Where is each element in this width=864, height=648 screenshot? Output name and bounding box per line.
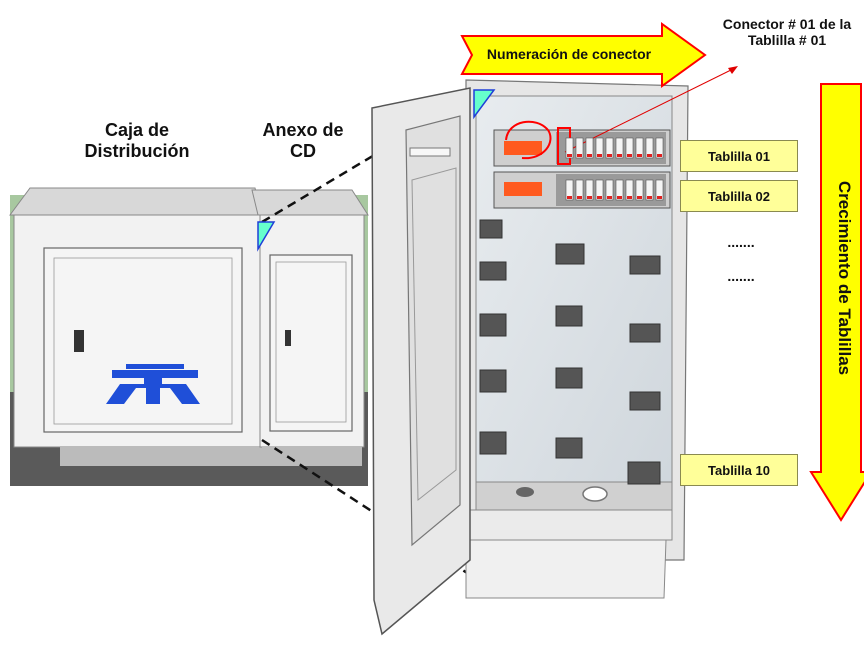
connector-slot <box>645 137 654 159</box>
connector-label: Conector # 01 de la Tablilla # 01 <box>722 16 852 49</box>
connector-slot-mark <box>607 196 612 199</box>
connector-slot-mark <box>607 154 612 157</box>
annex-label: Anexo de CD <box>262 120 344 161</box>
connector-slot-mark <box>617 154 622 157</box>
connector-slot-mark <box>587 154 592 157</box>
pointer-arrowhead <box>728 66 738 74</box>
connector-slot <box>565 179 574 201</box>
connector-slot-mark <box>617 196 622 199</box>
connector-slot-mark <box>597 154 602 157</box>
tablilla-02-tag: Tablilla 02 <box>680 180 798 212</box>
connector-slot <box>625 137 634 159</box>
connector-slot <box>605 179 614 201</box>
connector-slot <box>625 179 634 201</box>
connector-slot <box>595 137 604 159</box>
ellipsis-1: ....... <box>727 234 755 250</box>
connector-slot <box>615 137 624 159</box>
connector-slot-mark <box>577 154 582 157</box>
connector-slot-mark <box>577 196 582 199</box>
connector-slot-mark <box>627 196 632 199</box>
connector-slot-mark <box>657 154 662 157</box>
connector-slot <box>575 137 584 159</box>
cabinet-door <box>371 87 471 636</box>
growth-arrow <box>809 83 864 522</box>
distribution-box-label: Caja de Distribución <box>84 120 190 161</box>
connector-slot <box>585 137 594 159</box>
connector-slot <box>645 179 654 201</box>
growth-label: Crecimiento de Tablillas <box>835 180 854 376</box>
triangle-marker-icon <box>473 89 496 120</box>
connector-slot-mark <box>637 196 642 199</box>
annex-cabinet <box>251 189 369 466</box>
telmex-logo-icon <box>106 364 200 404</box>
connector-slot-mark <box>567 196 572 199</box>
triangle-marker-icon <box>257 221 276 252</box>
tablilla-10-tag: Tablilla 10 <box>680 454 798 486</box>
connector-slot <box>655 137 664 159</box>
connector-slot <box>615 179 624 201</box>
ellipsis-2: ....... <box>727 268 755 284</box>
connector-slot <box>565 137 574 159</box>
connector-slot <box>585 179 594 201</box>
tablilla-01-tag: Tablilla 01 <box>680 140 798 172</box>
connector-slot <box>595 179 604 201</box>
connector-slot <box>575 179 584 201</box>
connector-slot-mark <box>567 154 572 157</box>
connector-slot <box>635 179 644 201</box>
connector-slot <box>635 137 644 159</box>
connector-blocks <box>479 219 661 485</box>
connector-slot-mark <box>597 196 602 199</box>
distribution-box <box>9 187 265 466</box>
connector-slot-mark <box>647 196 652 199</box>
connector-slot-mark <box>627 154 632 157</box>
connector-slot <box>605 137 614 159</box>
numbering-arrow <box>460 22 707 88</box>
numbering-arrow-label: Numeración de conector <box>486 46 652 62</box>
connector-slot-mark <box>657 196 662 199</box>
connector-slot-mark <box>647 154 652 157</box>
pointer-line <box>564 67 736 153</box>
connector-slot-mark <box>637 154 642 157</box>
connector-slot <box>655 179 664 201</box>
connector-slot-mark <box>587 196 592 199</box>
